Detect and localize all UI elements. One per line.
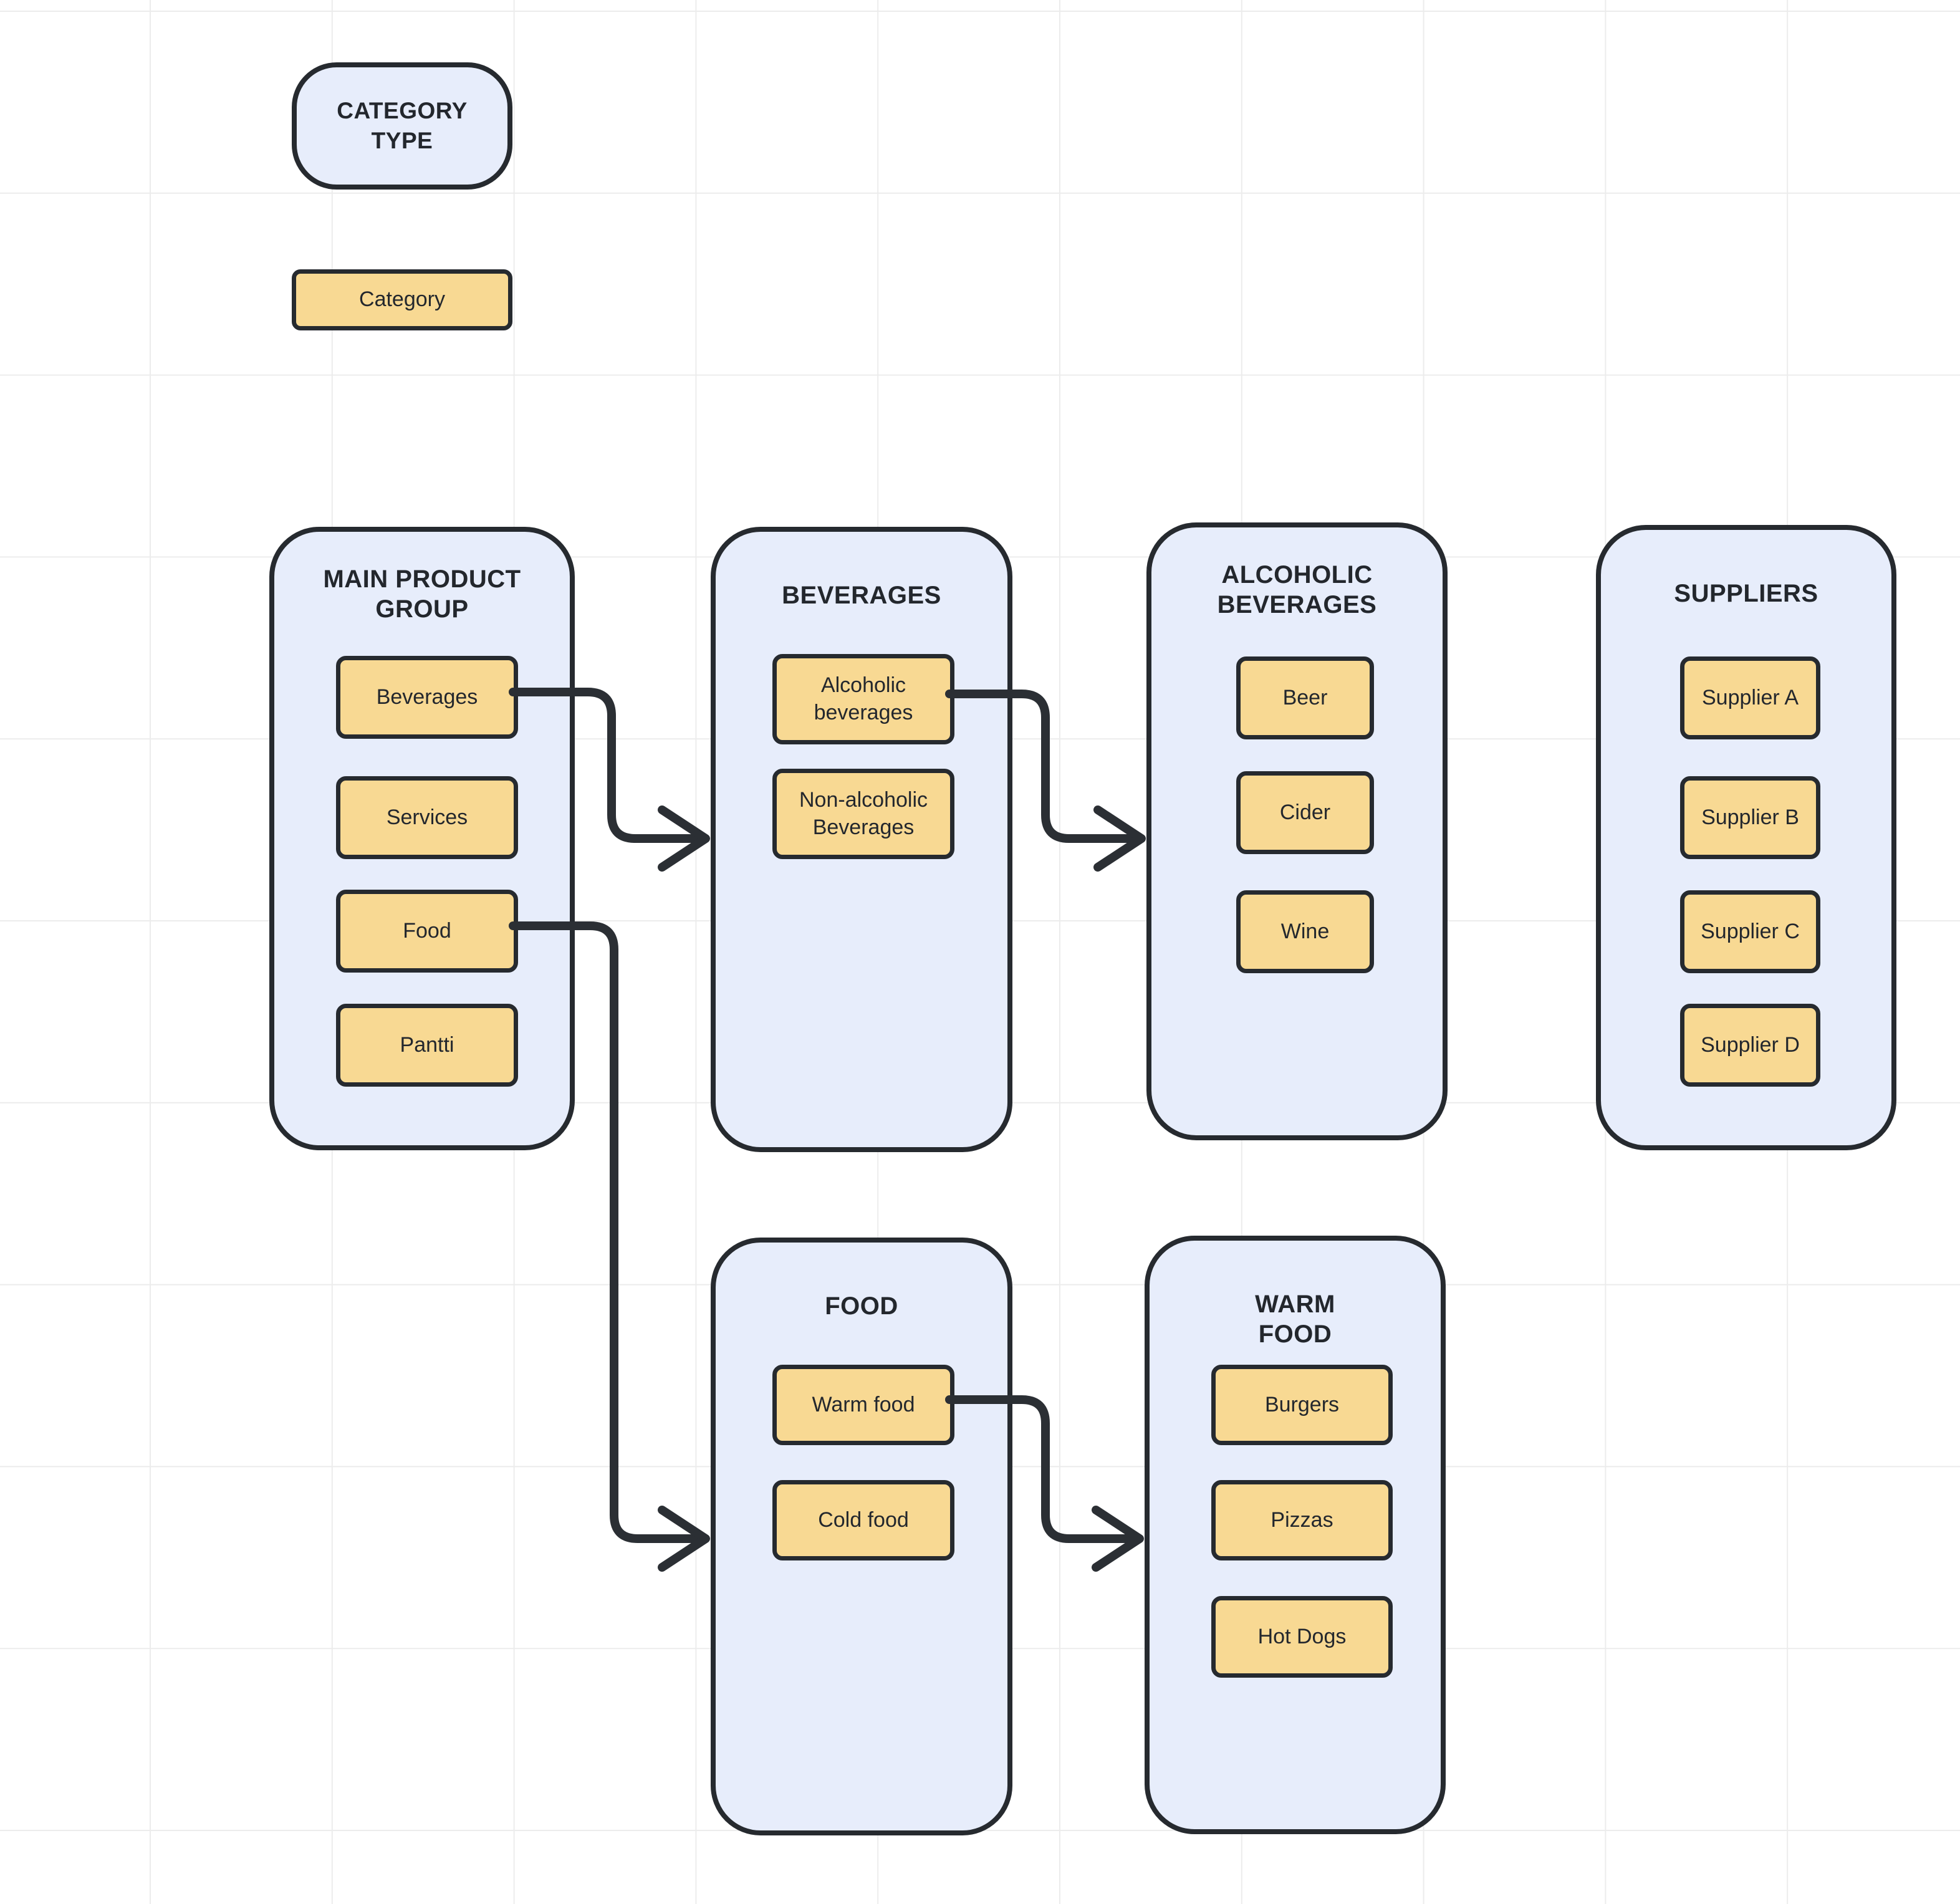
container-main-product-group-title: MAIN PRODUCT GROUP bbox=[323, 565, 521, 623]
container-food[interactable]: FOOD Warm food Cold food bbox=[711, 1238, 1012, 1835]
connector-beverages-to-beverages[interactable] bbox=[509, 688, 705, 843]
container-main-product-group[interactable]: MAIN PRODUCT GROUP Beverages Services Fo… bbox=[269, 527, 575, 1150]
node-non-alcoholic-beverages-label: Non-alcoholic Beverages bbox=[799, 787, 928, 839]
node-pizzas[interactable]: Pizzas bbox=[1211, 1480, 1393, 1560]
container-suppliers[interactable]: SUPPLIERS Supplier A Supplier B Supplier… bbox=[1596, 525, 1896, 1150]
container-warm-food[interactable]: WARM FOOD Burgers Pizzas Hot Dogs bbox=[1145, 1236, 1446, 1834]
container-suppliers-title: SUPPLIERS bbox=[1674, 580, 1818, 607]
node-supplier-b[interactable]: Supplier B bbox=[1680, 776, 1820, 859]
container-alcoholic-beverages-title: ALCOHOLIC BEVERAGES bbox=[1217, 561, 1377, 618]
node-supplier-b-label: Supplier B bbox=[1701, 805, 1799, 829]
legend-category-label: Category bbox=[359, 287, 445, 312]
node-supplier-c[interactable]: Supplier C bbox=[1680, 890, 1820, 973]
node-wine-label: Wine bbox=[1280, 919, 1330, 943]
container-warm-food-title: WARM FOOD bbox=[1255, 1291, 1335, 1348]
node-cider[interactable]: Cider bbox=[1236, 771, 1374, 854]
node-supplier-a-label: Supplier A bbox=[1702, 685, 1799, 709]
node-wine[interactable]: Wine bbox=[1236, 890, 1374, 973]
legend-category-type-pill[interactable]: CATEGORY TYPE bbox=[292, 62, 512, 190]
legend-category-node[interactable]: Category bbox=[292, 269, 512, 330]
arrowhead-food-to-food-icon bbox=[658, 1506, 710, 1572]
node-alcoholic-beverages-label: Alcoholic beverages bbox=[814, 673, 913, 724]
node-warm-food[interactable]: Warm food bbox=[772, 1365, 954, 1445]
node-hot-dogs[interactable]: Hot Dogs bbox=[1211, 1596, 1393, 1678]
node-alcoholic-beverages[interactable]: Alcoholic beverages bbox=[772, 654, 954, 744]
node-food[interactable]: Food bbox=[336, 890, 518, 973]
node-food-label: Food bbox=[403, 918, 451, 943]
node-services-label: Services bbox=[386, 805, 468, 829]
arrowhead-warm-food-to-warm-food-icon bbox=[1092, 1506, 1144, 1572]
node-supplier-d[interactable]: Supplier D bbox=[1680, 1004, 1820, 1087]
node-cold-food-label: Cold food bbox=[818, 1507, 909, 1532]
connector-warm-food-to-warm-food[interactable] bbox=[945, 1395, 1139, 1543]
node-supplier-c-label: Supplier C bbox=[1701, 919, 1800, 943]
node-non-alcoholic-beverages[interactable]: Non-alcoholic Beverages bbox=[772, 769, 954, 859]
node-supplier-a[interactable]: Supplier A bbox=[1680, 656, 1820, 739]
node-warm-food-label: Warm food bbox=[812, 1392, 915, 1416]
container-beverages-title: BEVERAGES bbox=[782, 582, 941, 609]
node-pantti-label: Pantti bbox=[400, 1032, 454, 1057]
node-beverages-label: Beverages bbox=[376, 685, 478, 709]
node-cold-food[interactable]: Cold food bbox=[772, 1480, 954, 1560]
arrowhead-beverages-to-beverages-icon bbox=[658, 805, 710, 872]
container-food-title: FOOD bbox=[825, 1292, 898, 1320]
node-beer-label: Beer bbox=[1282, 685, 1328, 709]
node-burgers[interactable]: Burgers bbox=[1211, 1365, 1393, 1445]
connector-food-to-food[interactable] bbox=[509, 921, 705, 1543]
node-pizzas-label: Pizzas bbox=[1271, 1507, 1333, 1532]
node-beverages[interactable]: Beverages bbox=[336, 656, 518, 739]
container-alcoholic-beverages[interactable]: ALCOHOLIC BEVERAGES Beer Cider Wine bbox=[1146, 522, 1448, 1140]
connector-alcoholic-to-alcoholic-beverages[interactable] bbox=[945, 690, 1141, 843]
legend-category-type-label: CATEGORY TYPE bbox=[337, 97, 468, 153]
node-burgers-label: Burgers bbox=[1264, 1392, 1340, 1416]
node-pantti[interactable]: Pantti bbox=[336, 1004, 518, 1087]
node-services[interactable]: Services bbox=[336, 776, 518, 859]
node-cider-label: Cider bbox=[1279, 800, 1331, 824]
container-beverages[interactable]: BEVERAGES Alcoholic beverages Non-alcoho… bbox=[711, 527, 1012, 1152]
node-beer[interactable]: Beer bbox=[1236, 656, 1374, 739]
node-supplier-d-label: Supplier D bbox=[1701, 1032, 1800, 1057]
arrowhead-alcoholic-to-alcoholic-beverages-icon bbox=[1093, 805, 1146, 872]
node-hot-dogs-label: Hot Dogs bbox=[1257, 1624, 1347, 1648]
